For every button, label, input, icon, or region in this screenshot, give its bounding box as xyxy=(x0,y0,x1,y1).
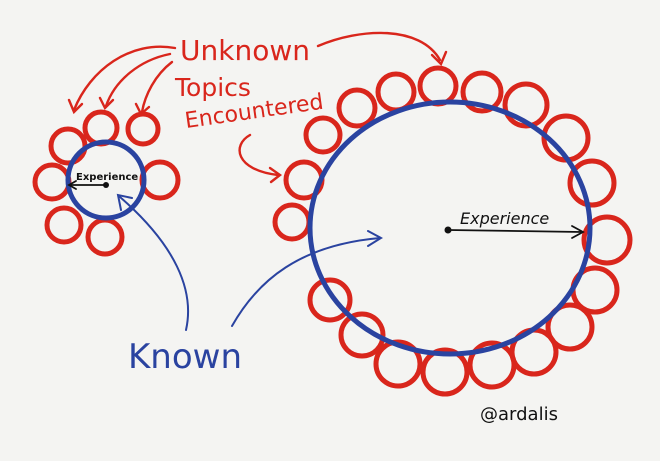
large-unknown-topic xyxy=(307,277,353,323)
unknown-pointer-2 xyxy=(104,52,172,108)
large-unknown-topic xyxy=(336,87,378,129)
large-unknown-topic xyxy=(373,339,423,389)
unknown-pointer-3-head xyxy=(134,102,151,116)
large-unknown-topic xyxy=(303,115,343,155)
small-experience-label: Experience xyxy=(76,172,138,183)
unknown-pointer-top xyxy=(316,31,442,62)
small-unknown-topic xyxy=(85,217,125,257)
small-unknown-topic xyxy=(44,205,84,245)
credit-label: @ardalis xyxy=(480,404,558,425)
known-pointer-small-head xyxy=(116,193,133,211)
large-unknown-ring xyxy=(272,65,633,397)
large-unknown-topic xyxy=(417,65,459,107)
unknown-pointer-top-head xyxy=(430,50,448,67)
known-label: Known xyxy=(128,337,242,377)
large-experience-arrow xyxy=(447,229,583,233)
unknown-title-line1: Unknown xyxy=(180,34,310,67)
large-unknown-topic xyxy=(581,214,633,266)
large-unknown-topic xyxy=(420,347,470,397)
large-unknown-topic xyxy=(338,311,386,359)
large-experience-label: Experience xyxy=(460,209,549,228)
large-unknown-topic xyxy=(502,81,550,129)
small-unknown-topic xyxy=(139,159,181,201)
unknown-title-line2: Topics xyxy=(174,73,251,102)
large-unknown-topic xyxy=(467,340,517,390)
large-unknown-topic xyxy=(375,71,417,113)
large-known-circle xyxy=(307,99,593,357)
unknown-pointer-2-head xyxy=(98,96,115,111)
small-unknown-topic xyxy=(48,126,88,166)
large-unknown-topic xyxy=(272,202,312,242)
large-unknown-topic xyxy=(545,302,595,352)
small-unknown-topic xyxy=(125,111,161,147)
small-unknown-topic xyxy=(32,162,72,202)
unknown-pointer-left-head xyxy=(268,166,283,184)
small-unknown-topic xyxy=(82,109,120,147)
large-unknown-topic xyxy=(460,70,504,114)
unknown-pointer-1 xyxy=(72,45,177,112)
large-unknown-topic xyxy=(567,158,617,208)
known-pointer-small xyxy=(119,196,190,331)
known-pointer-large-head xyxy=(367,230,384,247)
known-pointer-large xyxy=(231,237,381,327)
unknown-pointer-left xyxy=(238,133,280,177)
unknown-pointer-1-head xyxy=(67,98,84,115)
small-known-circle xyxy=(65,139,147,221)
unknown-pointer-3 xyxy=(140,60,174,114)
small-experience-arrowhead xyxy=(67,180,77,190)
large-experience-arrowhead xyxy=(571,225,585,239)
